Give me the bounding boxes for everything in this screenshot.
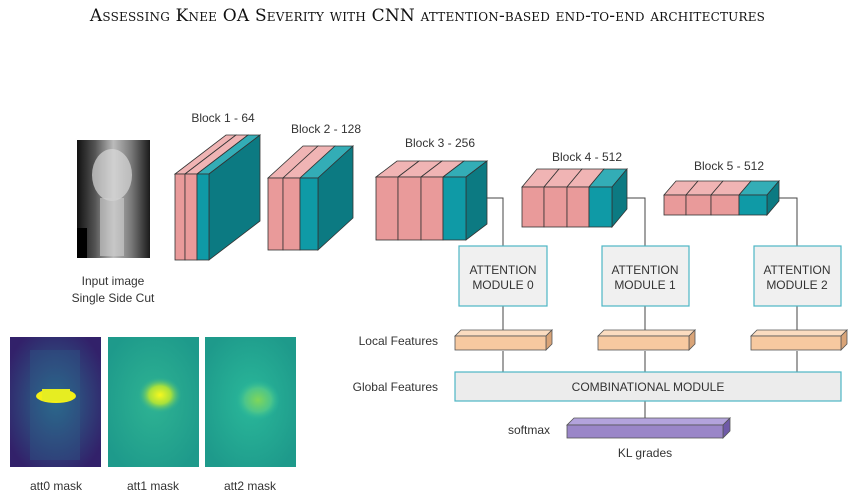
local-feature-bar-0 (454, 329, 553, 351)
combinational-module: COMBINATIONAL MODULE (454, 371, 842, 402)
attention-module-0-line1: ATTENTION (469, 263, 536, 277)
combinational-module-label: COMBINATIONAL MODULE (572, 380, 725, 394)
block-4-label: Block 4 - 512 (552, 150, 622, 164)
block-1-label: Block 1 - 64 (191, 111, 255, 125)
block-3 (374, 160, 489, 241)
block-2-label: Block 2 - 128 (291, 122, 361, 136)
block-1 (173, 134, 262, 261)
connector-lines (487, 197, 798, 418)
att0-mask-label: att0 mask (30, 479, 83, 493)
block-5-label: Block 5 - 512 (694, 159, 764, 173)
page-title: Assessing Knee OA Severity with CNN atte… (89, 6, 766, 26)
attention-module-0: ATTENTION MODULE 0 (458, 245, 548, 307)
local-features-label: Local Features (359, 334, 438, 348)
kl-grades-label: KL grades (618, 446, 672, 460)
block-2 (266, 145, 355, 251)
block-3-label: Block 3 - 256 (405, 136, 475, 150)
attention-module-2-line1: ATTENTION (763, 263, 830, 277)
att1-mask-image (108, 337, 199, 467)
attention-module-2: ATTENTION MODULE 2 (753, 245, 842, 307)
softmax-bar (566, 417, 731, 439)
local-feature-bar-1 (597, 329, 696, 351)
att0-mask-image (10, 337, 101, 467)
attention-module-0-line2: MODULE 0 (472, 278, 534, 292)
att2-mask-image (205, 337, 296, 467)
block-4 (521, 167, 628, 229)
input-image-label: Input image (82, 274, 145, 288)
attention-module-1: ATTENTION MODULE 1 (601, 245, 690, 307)
input-image-sublabel: Single Side Cut (72, 291, 155, 305)
softmax-label: softmax (508, 423, 550, 437)
local-feature-bar-2 (750, 329, 848, 351)
input-image (77, 140, 150, 258)
att2-mask-label: att2 mask (224, 479, 277, 493)
att1-mask-label: att1 mask (127, 479, 180, 493)
attention-module-2-line2: MODULE 2 (766, 278, 828, 292)
global-features-label: Global Features (353, 380, 438, 394)
attention-module-1-line2: MODULE 1 (614, 278, 676, 292)
attention-module-1-line1: ATTENTION (611, 263, 678, 277)
block-5 (663, 179, 780, 217)
